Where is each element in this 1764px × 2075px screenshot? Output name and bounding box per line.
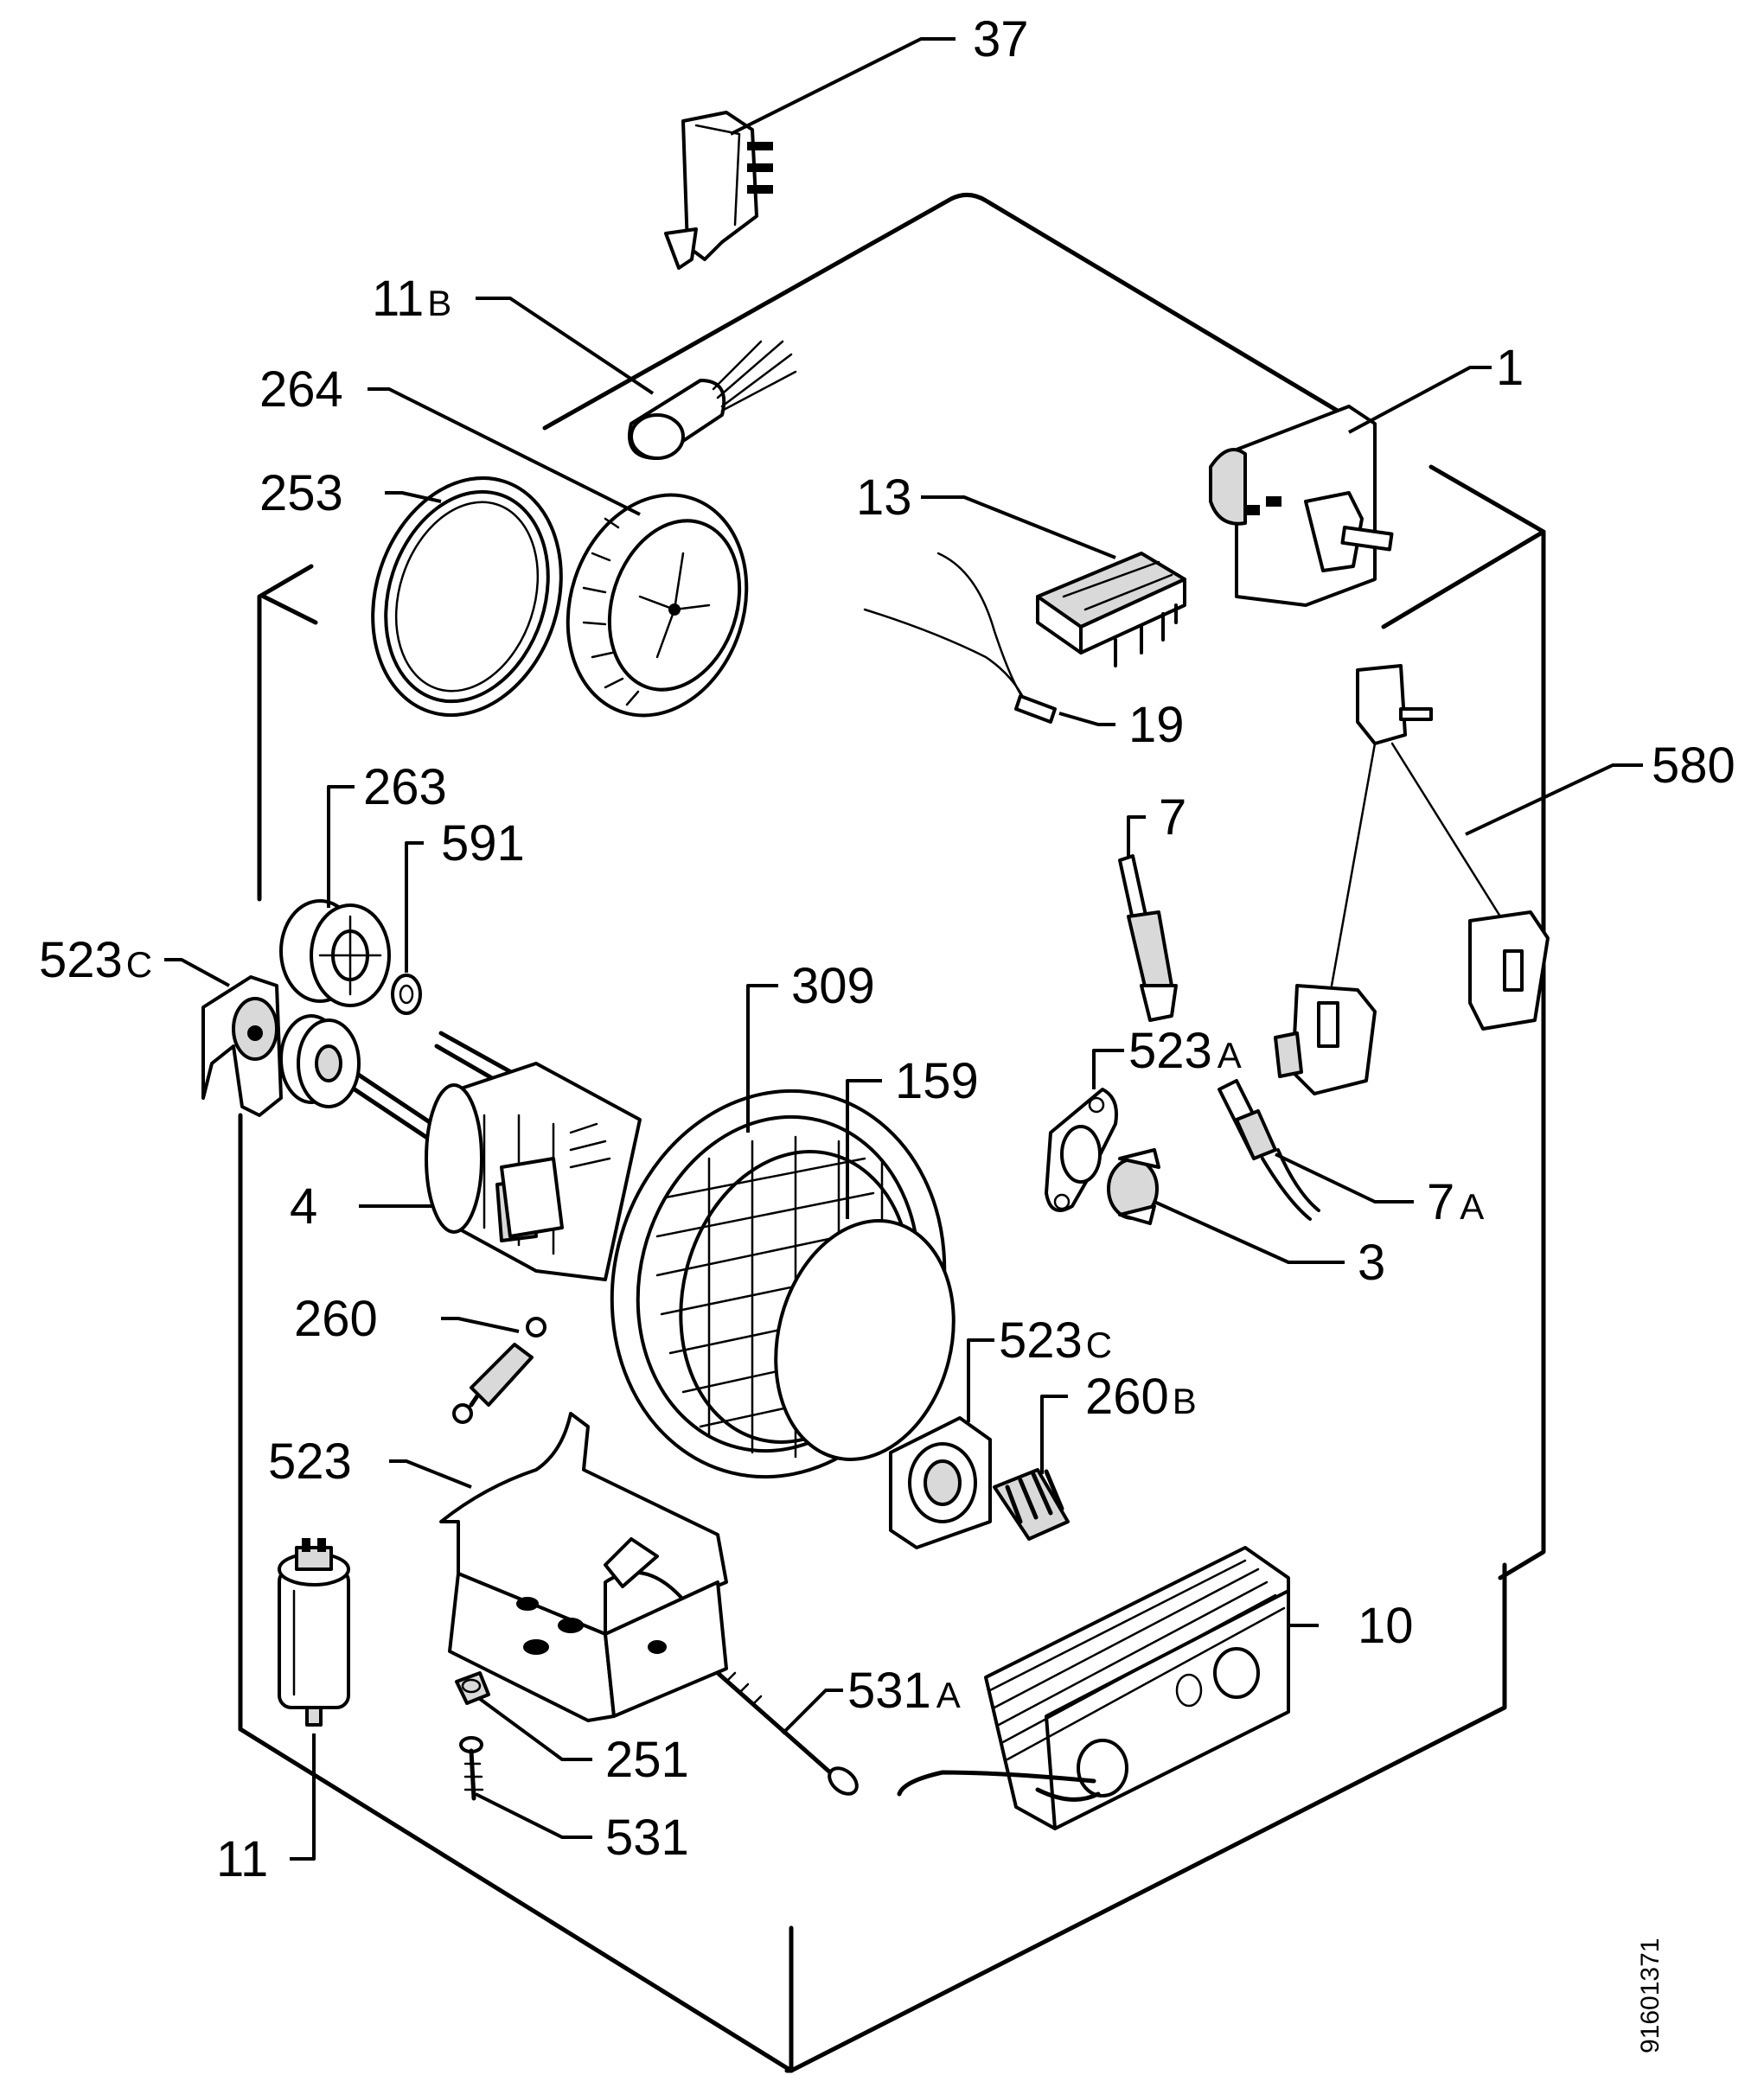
part-523a-plate [1045, 1088, 1118, 1212]
part-7a-sensor [1218, 1079, 1320, 1221]
callout-7: 7 [1159, 789, 1186, 846]
part-253-belt [371, 476, 563, 718]
part-11-capacitor [278, 1538, 350, 1727]
part-159-blower [610, 1089, 956, 1479]
part-1-timer [1209, 405, 1394, 607]
callout-260b: 260B [1085, 1369, 1197, 1425]
callout-159: 159 [895, 1053, 979, 1109]
callout-11b: 11B [372, 271, 451, 327]
callout-263: 263 [363, 759, 447, 815]
part-37-connector [664, 111, 773, 270]
part-10-heater [897, 1546, 1290, 1830]
part-3-thermal-fuse [1107, 1148, 1160, 1225]
callout-253: 253 [259, 465, 343, 521]
callout-10: 10 [1358, 1598, 1414, 1654]
part-251-nut [455, 1671, 490, 1705]
part-591-washer [391, 974, 422, 1015]
part-523c-right-bearing [889, 1416, 992, 1549]
leader-lines [164, 37, 1643, 1861]
part-260b-spring [993, 1468, 1070, 1541]
callout-523: 523 [268, 1433, 352, 1490]
callout-523c-right: 523C [999, 1312, 1112, 1369]
callout-1: 1 [1496, 340, 1524, 396]
callout-260: 260 [294, 1291, 378, 1347]
part-13-terminal-block [1036, 552, 1186, 667]
callout-251: 251 [605, 1732, 689, 1788]
callout-309: 309 [791, 958, 875, 1014]
part-7-thermostat [1118, 854, 1178, 1022]
part-531a-screw [715, 1670, 859, 1796]
part-260-spring [452, 1317, 546, 1424]
part-263-pulley [279, 899, 391, 1007]
part-19-sensor [863, 552, 1057, 724]
cabinet-outline [238, 193, 1546, 2073]
callout-523c-left: 523C [39, 932, 152, 988]
callout-13: 13 [856, 469, 912, 526]
part-11b-capacitor [628, 340, 797, 460]
callout-4: 4 [290, 1178, 317, 1235]
part-523c-left-bearing [201, 975, 283, 1117]
callout-531: 531 [605, 1810, 689, 1866]
part-531-screw [459, 1736, 484, 1801]
part-264-fan-wheel [566, 493, 749, 718]
callout-37: 37 [973, 11, 1029, 67]
part-4-motor [279, 1014, 642, 1281]
callout-labels: 37 11B 264 253 1 13 19 263 591 580 7 523… [39, 11, 1735, 1887]
diagram-id: 91601371 [1636, 1938, 1665, 2053]
callout-264: 264 [259, 361, 343, 418]
callout-580: 580 [1652, 737, 1735, 794]
part-580-door-switch [1274, 664, 1550, 1095]
callout-19: 19 [1128, 697, 1185, 753]
callout-591: 591 [441, 815, 525, 872]
part-523-bracket [439, 1412, 728, 1722]
callout-3: 3 [1358, 1235, 1385, 1291]
callout-11: 11 [216, 1831, 268, 1887]
